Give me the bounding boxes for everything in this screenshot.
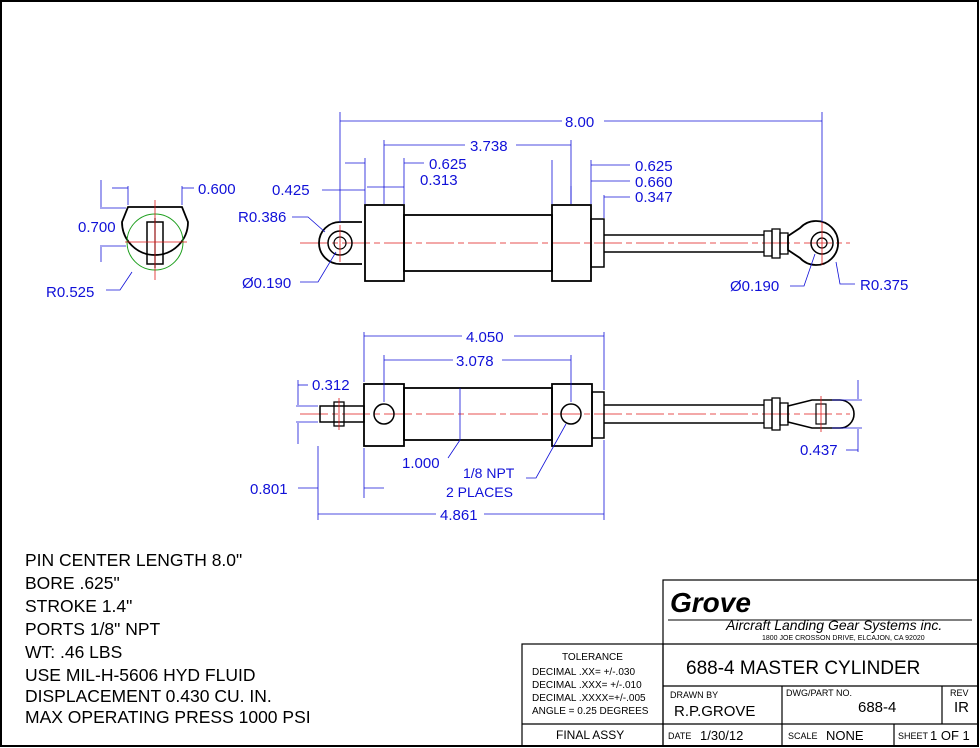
scale-value: NONE — [826, 728, 864, 743]
dim-bottom-overall: 4.861 — [440, 507, 478, 524]
dim-bottom-left-tab: 0.312 — [312, 377, 350, 394]
spec-displacement: DISPLACEMENT 0.430 CU. IN. — [25, 686, 272, 706]
port-right — [560, 403, 582, 425]
dim-mount-offset: 0.801 — [250, 481, 288, 498]
dim-rod-end-radius: R0.375 — [860, 277, 908, 294]
rev-value: IR — [954, 699, 969, 716]
side-view: 4.050 3.078 0.312 1.000 1/8 NPT 2 PLACES… — [250, 329, 862, 524]
dim-gland-right-length: 0.625 — [635, 158, 673, 175]
spec-stroke: STROKE 1.4" — [25, 596, 133, 616]
title-block — [521, 579, 979, 747]
company-name: Aircraft Landing Gear Systems inc. — [725, 617, 942, 633]
port-left — [373, 403, 395, 425]
dim-gland-left-length: 0.625 — [429, 156, 467, 173]
side-right-gland — [551, 383, 593, 447]
dim-pin-dia-right: Ø0.190 — [730, 278, 779, 295]
tolerance-3: DECIMAL .XXXX=+/-.005 — [532, 693, 646, 704]
part-no-value: 688-4 — [858, 699, 896, 716]
tolerance-1: DECIMAL .XX= +/-.030 — [532, 667, 635, 678]
dim-bore-height: 1.000 — [402, 455, 440, 472]
spec-pin-center-length: PIN CENTER LENGTH 8.0" — [25, 550, 243, 570]
date-value: 1/30/12 — [700, 728, 743, 743]
port-label-line2: 2 PLACES — [446, 484, 513, 500]
dim-overall-length: 8.00 — [565, 114, 594, 131]
dim-eye-radius-left: R0.386 — [238, 209, 286, 226]
rev-label: REV — [950, 688, 969, 698]
dim-pin-dia-left: Ø0.190 — [242, 275, 291, 292]
drawn-by-label: DRAWN BY — [670, 690, 718, 700]
company-logo: Grove — [670, 587, 751, 618]
tolerance-heading: TOLERANCE — [562, 652, 623, 663]
date-label: DATE — [668, 731, 691, 741]
part-no-label: DWG/PART NO. — [786, 688, 852, 698]
company-address: 1800 JOE CROSSON DRIVE, ELCAJON, CA 9202… — [762, 635, 925, 642]
end-view-width-label: 0.600 — [198, 181, 236, 198]
dim-bottom-body-length: 4.050 — [466, 329, 504, 346]
end-view-radius-label: R0.525 — [46, 284, 94, 301]
sheet-value: 1 OF 1 — [930, 728, 970, 743]
end-view-height-label: 0.700 — [78, 219, 116, 236]
tolerance-4: ANGLE = 0.25 DEGREES — [532, 706, 649, 717]
spec-weight: WT: .46 LBS — [25, 642, 123, 662]
final-assy: FINAL ASSY — [556, 728, 624, 742]
scale-label: SCALE — [788, 731, 818, 741]
dim-eye-offset: 0.425 — [272, 182, 310, 199]
dim-body-span: 3.738 — [470, 138, 508, 155]
end-view-outline — [121, 206, 189, 256]
rod-end-eye — [787, 220, 839, 266]
spec-max-pressure: MAX OPERATING PRESS 1000 PSI — [25, 707, 311, 727]
port-label-line1: 1/8 NPT — [463, 465, 515, 481]
sheet-label: SHEET — [898, 731, 929, 741]
dim-gland-left-offset: 0.313 — [420, 172, 458, 189]
dim-rod-end-thickness: 0.437 — [800, 442, 838, 459]
drawing-title: 688-4 MASTER CYLINDER — [686, 658, 920, 679]
left-eye — [318, 221, 362, 265]
tolerance-2: DECIMAL .XXX= +/-.010 — [532, 680, 642, 691]
spec-hyd-fluid: USE MIL-H-5606 HYD FLUID — [25, 665, 256, 685]
end-view: 0.600 0.700 R0.525 — [46, 180, 236, 301]
dim-gland-right-height: 0.660 — [635, 174, 673, 191]
spec-ports: PORTS 1/8" NPT — [25, 619, 161, 639]
top-view: 8.00 3.738 0.625 0.313 0.425 R0.386 Ø0.1… — [238, 112, 908, 295]
dim-gland-right-offset: 0.347 — [635, 189, 673, 206]
spec-bore: BORE .625" — [25, 573, 120, 593]
dim-port-spacing: 3.078 — [456, 353, 494, 370]
drawn-by-value: R.P.GROVE — [674, 703, 755, 720]
